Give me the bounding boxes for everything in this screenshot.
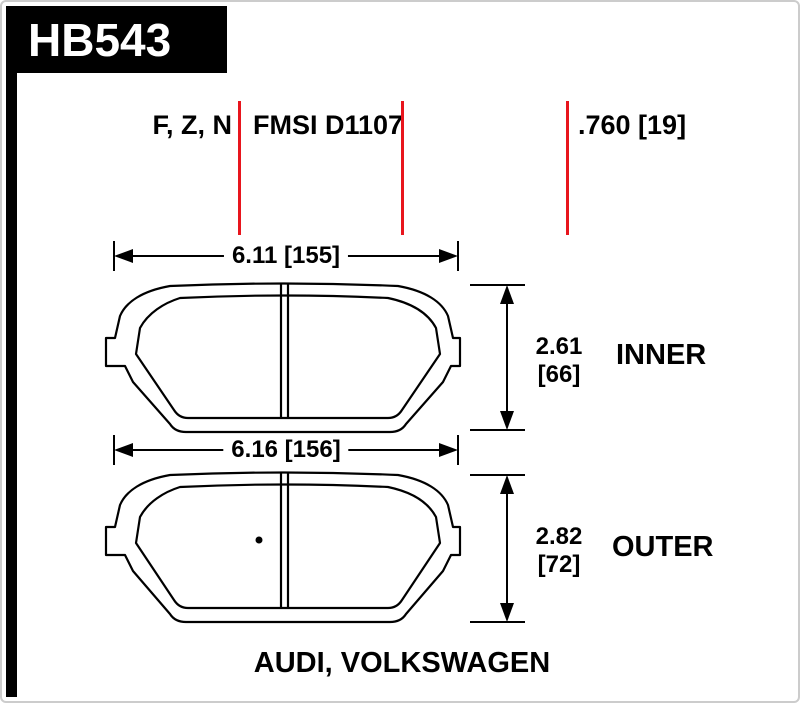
red-reference-line-1	[238, 101, 241, 235]
outer-pad-drawing	[104, 471, 462, 624]
red-reference-line-2	[401, 101, 404, 235]
part-number-banner: HB543	[6, 6, 227, 73]
inner-height-in-label: 2.61	[535, 333, 583, 360]
application-label: AUDI, VOLKSWAGEN	[253, 647, 551, 679]
outer-width-dimension-label: 6.16 [156]	[223, 437, 349, 462]
left-black-bar	[6, 6, 17, 697]
outer-height-in-label: 2.82	[535, 523, 583, 550]
pad-thickness-label: .760 [19]	[578, 110, 687, 140]
inner-pad-drawing	[104, 282, 462, 434]
part-number: HB543	[28, 13, 172, 66]
red-reference-line-3	[566, 101, 569, 235]
outer-height-dimension-arrow	[470, 474, 525, 623]
compound-codes-label: F, Z, N	[152, 110, 233, 140]
outer-height-mm-label: [72]	[537, 551, 581, 578]
outer-pad-label: OUTER	[612, 531, 714, 563]
inner-width-dimension-label: 6.11 [155]	[223, 243, 349, 268]
inner-pad-label: INNER	[616, 339, 707, 371]
fmsi-number-label: FMSI D1107	[253, 110, 404, 140]
inner-height-dimension-arrow	[470, 284, 525, 431]
pad-position-dot	[255, 536, 263, 544]
inner-height-mm-label: [66]	[537, 361, 581, 388]
